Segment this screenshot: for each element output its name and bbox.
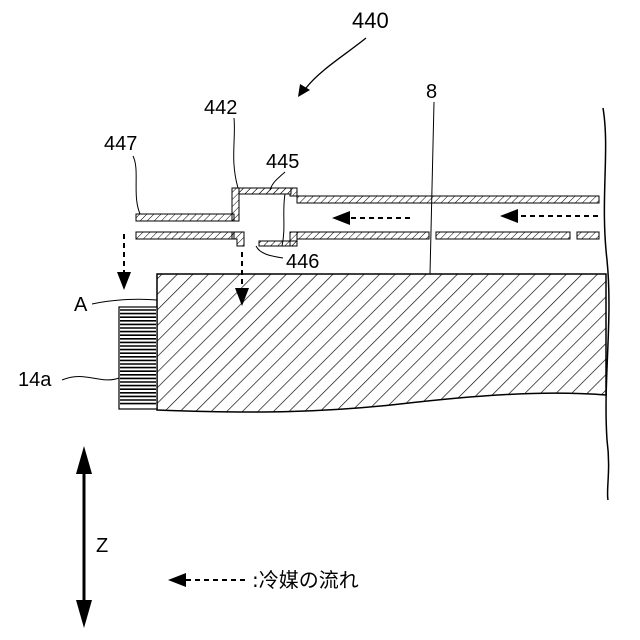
leader-14a: [62, 376, 119, 380]
body-component-8: [157, 274, 606, 412]
leader-442: [234, 118, 238, 188]
leader-447: [133, 156, 140, 214]
header-lower-right: [290, 232, 297, 246]
label-447: 447: [104, 133, 137, 155]
flow-arrow-down-left: [117, 234, 131, 290]
pipe-upper-right: [297, 196, 599, 203]
label-440: 440: [352, 8, 389, 33]
leader-445: [270, 172, 285, 190]
label-14a: 14a: [18, 369, 52, 391]
label-446: 446: [286, 251, 319, 273]
assembly-pointer-arrow: [298, 38, 366, 97]
label-442: 442: [204, 97, 237, 119]
flow-arrow-2: [500, 209, 598, 223]
fin-stack-14a: [119, 307, 157, 409]
part-445-cap: [239, 188, 291, 194]
pipe-lower-left: [136, 232, 234, 239]
legend-arrow: [168, 573, 246, 587]
label-8: 8: [426, 81, 437, 103]
header-lower-stub: [232, 232, 244, 246]
flow-arrow-1: [332, 211, 410, 225]
label-A: A: [74, 294, 88, 316]
label-445: 445: [266, 151, 299, 173]
pipe-upper-left: [136, 214, 234, 221]
leader-446: [256, 246, 283, 258]
pipe-lower-right-c: [577, 232, 599, 239]
legend-label: :冷媒の流れ: [252, 568, 359, 592]
inner-divider-curve: [282, 194, 285, 246]
z-axis-arrow: [76, 446, 92, 628]
leader-8: [430, 102, 434, 274]
pipe-lower-right-a: [297, 232, 429, 239]
pipe-lower-right-b: [436, 232, 570, 239]
leader-A: [92, 299, 157, 304]
label-z: Z: [96, 535, 108, 557]
